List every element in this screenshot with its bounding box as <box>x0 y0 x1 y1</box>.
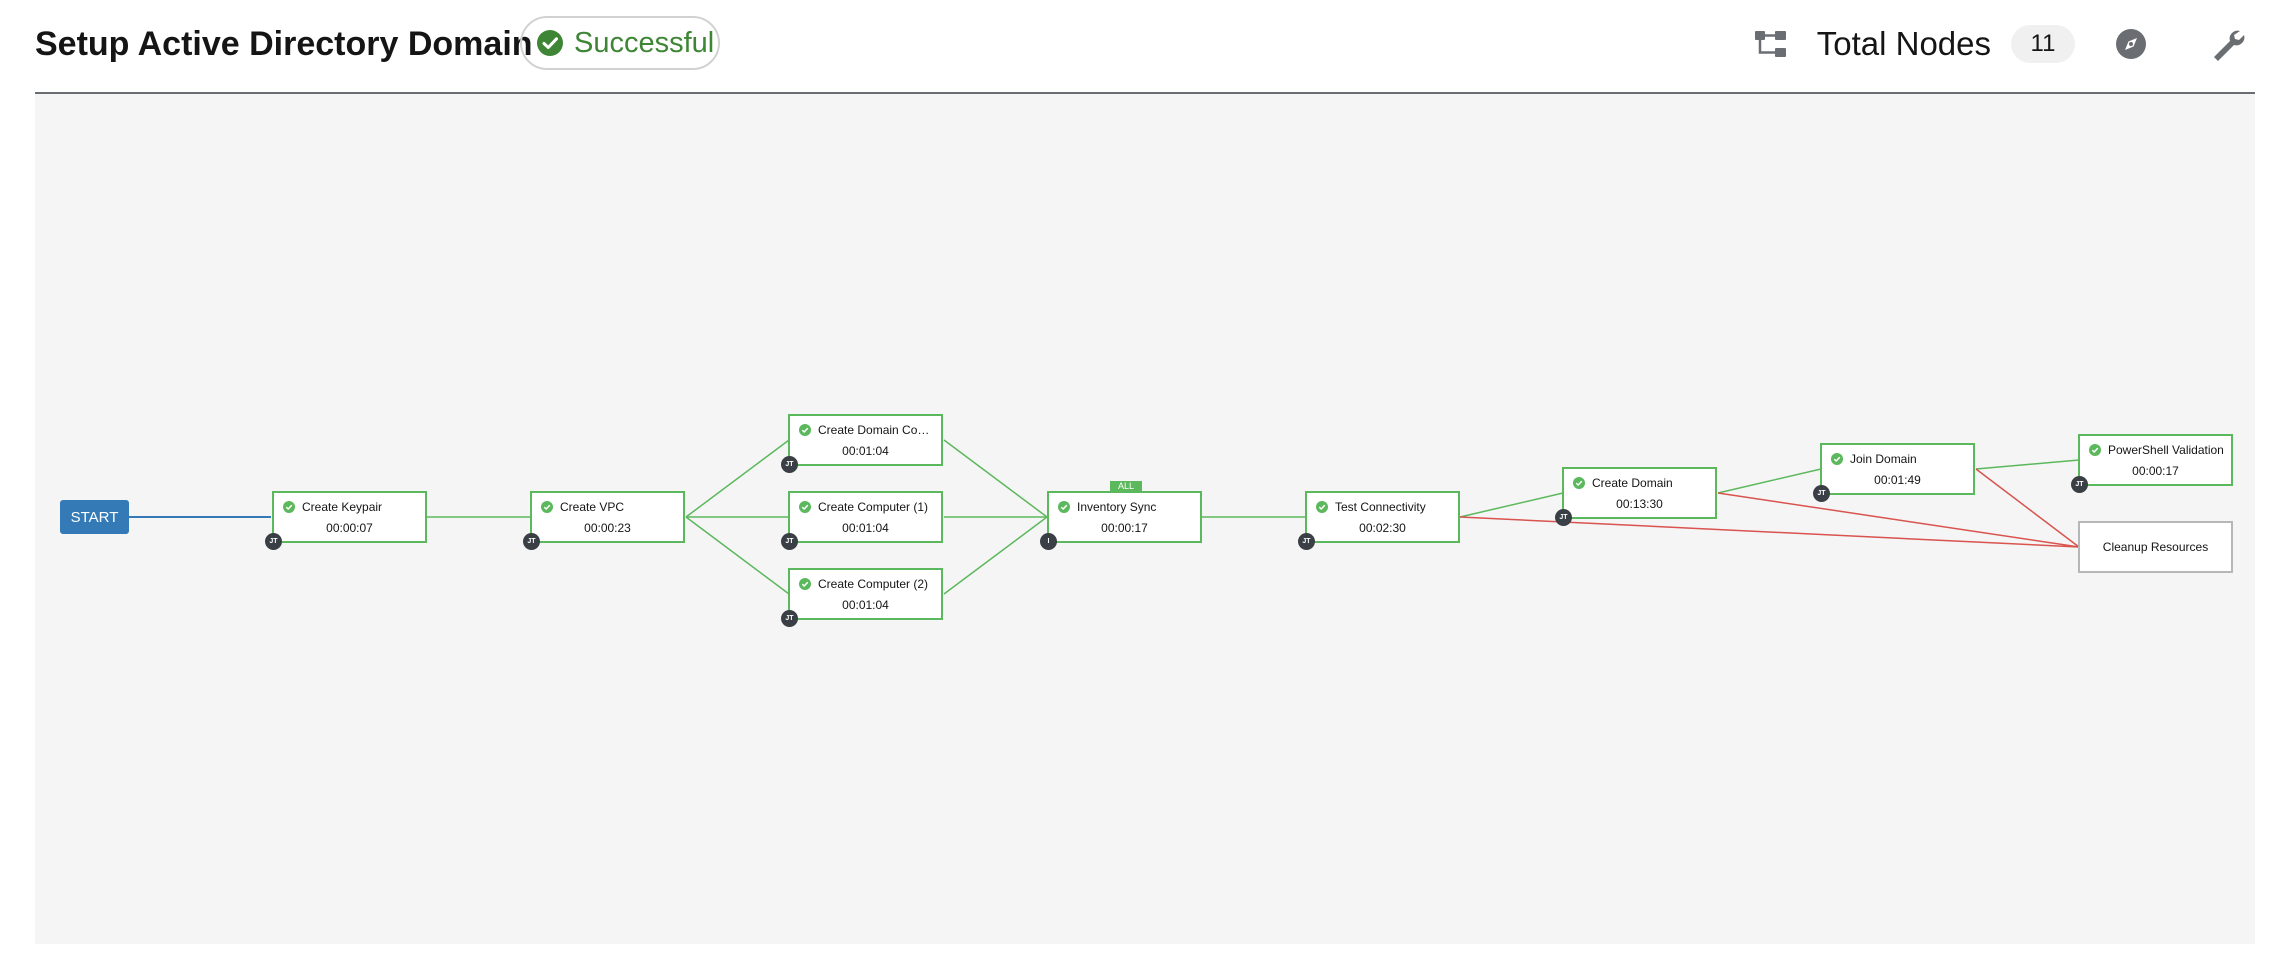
link-vpc-dc[interactable] <box>685 439 790 518</box>
check-circle-icon <box>537 30 563 56</box>
check-circle-icon <box>1316 501 1328 513</box>
check-circle-icon <box>799 578 811 590</box>
node-elapsed-time: 00:02:30 <box>1359 521 1406 535</box>
node-elapsed-time: 00:01:04 <box>842 521 889 535</box>
node-name: Cleanup Resources <box>2102 540 2209 554</box>
link-join-validation[interactable] <box>1975 459 2080 470</box>
node-type-badge: JT <box>1555 509 1572 526</box>
node-elapsed-time: 00:00:23 <box>584 521 631 535</box>
workflow-node-test-connectivity[interactable]: Test Connectivity 00:02:30 JT <box>1298 491 1460 550</box>
workflow-node-inventory-sync[interactable]: ALL Inventory Sync 00:00:17 I <box>1040 481 1202 550</box>
check-circle-icon <box>799 501 811 513</box>
node-type-badge: JT <box>781 533 798 550</box>
link-domain-cleanup[interactable] <box>1717 492 2080 548</box>
check-circle-icon <box>283 501 295 513</box>
check-circle-icon <box>799 424 811 436</box>
workflow-node-powershell-validation[interactable]: PowerShell Validation 00:00:17 JT <box>2071 434 2233 493</box>
node-type-badge: JT <box>1813 485 1830 502</box>
total-nodes-count: 11 <box>2011 25 2075 63</box>
node-name: Inventory Sync <box>1077 500 1157 514</box>
node-type-badge: JT <box>265 533 282 550</box>
node-name: Create Domain Contr... <box>818 423 935 437</box>
status-badge: Successful <box>520 16 720 70</box>
total-nodes-label: Total Nodes <box>1816 25 1991 62</box>
workflow-node-create-vpc[interactable]: Create VPC 00:00:23 JT <box>523 491 685 550</box>
check-circle-icon <box>2089 444 2101 456</box>
node-name: Create Computer (2) <box>818 577 929 591</box>
check-circle-icon <box>1058 501 1070 513</box>
status-label: Successful <box>574 26 715 59</box>
check-circle-icon <box>541 501 553 513</box>
node-elapsed-time: 00:00:17 <box>2132 464 2179 478</box>
workflow-node-join-domain[interactable]: Join Domain 00:01:49 JT <box>1813 443 1975 502</box>
topology-icon[interactable] <box>1743 16 1799 72</box>
node-elapsed-time: 00:00:07 <box>326 521 373 535</box>
workflow-canvas[interactable]: START Create Keypair 00:00:07 JT Create … <box>35 94 2255 944</box>
node-name: Create Keypair <box>302 500 383 514</box>
workflow-node-cleanup-resources[interactable]: Cleanup Resources <box>2078 521 2233 573</box>
link-test-cleanup[interactable] <box>1459 516 2080 548</box>
link-dc-sync[interactable] <box>943 439 1048 518</box>
wrench-icon[interactable] <box>2199 16 2255 72</box>
success-links <box>427 439 2080 595</box>
node-name: Create VPC <box>560 500 625 514</box>
node-type-badge: I <box>1040 533 1057 550</box>
node-type-badge: JT <box>781 610 798 627</box>
link-comp2-sync[interactable] <box>943 516 1048 595</box>
page-title: Setup Active Directory Domain <box>35 25 533 63</box>
node-name: PowerShell Validation <box>2108 443 2224 457</box>
node-type-badge: JT <box>1298 533 1315 550</box>
link-join-cleanup[interactable] <box>1975 468 2080 548</box>
node-elapsed-time: 00:01:49 <box>1874 473 1921 487</box>
node-name: Join Domain <box>1850 452 1917 466</box>
convergence-tag: ALL <box>1110 481 1142 492</box>
node-elapsed-time: 00:01:04 <box>842 598 889 612</box>
check-circle-icon <box>1573 477 1585 489</box>
node-elapsed-time: 00:13:30 <box>1616 497 1663 511</box>
link-vpc-comp2[interactable] <box>685 516 790 595</box>
workflow-header: Setup Active Directory Domain Successful… <box>35 0 2255 94</box>
node-elapsed-time: 00:00:17 <box>1101 521 1148 535</box>
link-test-domain[interactable] <box>1459 492 1564 518</box>
workflow-node-create-computer-1[interactable]: Create Computer (1) 00:01:04 JT <box>781 491 943 550</box>
workflow-toolbar: Total Nodes 11 <box>1743 16 2255 72</box>
node-type-badge: JT <box>2071 476 2088 493</box>
node-name: Create Domain <box>1592 476 1673 490</box>
start-node[interactable]: START <box>60 500 129 534</box>
link-domain-join[interactable] <box>1717 468 1822 494</box>
workflow-node-create-domain[interactable]: Create Domain 00:13:30 JT <box>1555 467 1717 526</box>
node-type-badge: JT <box>781 456 798 473</box>
workflow-node-create-computer-2[interactable]: Create Computer (2) 00:01:04 JT <box>781 568 943 627</box>
node-name: Test Connectivity <box>1335 500 1426 514</box>
workflow-node-create-domain-controller[interactable]: Create Domain Contr... 00:01:04 JT <box>781 414 943 473</box>
check-circle-icon <box>1831 453 1843 465</box>
node-elapsed-time: 00:01:04 <box>842 444 889 458</box>
node-name: Create Computer (1) <box>818 500 929 514</box>
node-type-badge: JT <box>523 533 540 550</box>
workflow-node-create-keypair[interactable]: Create Keypair 00:00:07 JT <box>265 491 427 550</box>
compass-icon[interactable] <box>2103 16 2159 72</box>
